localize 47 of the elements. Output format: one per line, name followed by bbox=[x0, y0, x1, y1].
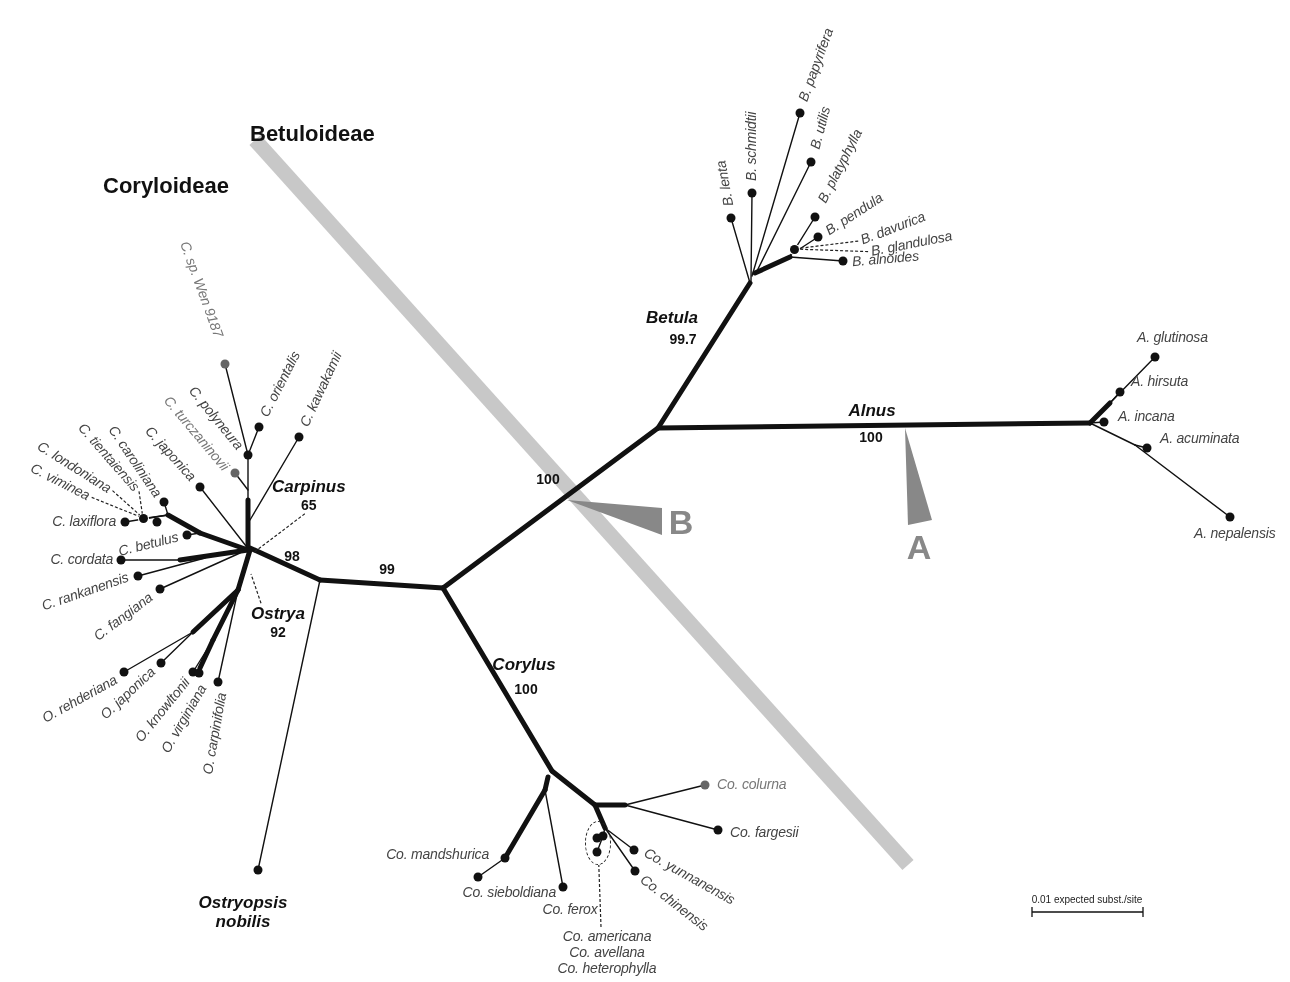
leader-line bbox=[598, 864, 602, 928]
species-label: C. sp. Wen 9187 bbox=[176, 239, 226, 340]
species-label: Co. fargesii bbox=[730, 825, 799, 841]
support-value: 99 bbox=[379, 562, 395, 578]
species-label: C. laxiflora bbox=[52, 514, 116, 530]
species-label: A. glutinosa bbox=[1137, 330, 1208, 346]
clade-label: Ostrya bbox=[251, 604, 305, 624]
support-value: 98 bbox=[284, 549, 300, 565]
species-label: A. incana bbox=[1118, 409, 1175, 425]
species-label: B. schmidtii bbox=[744, 111, 760, 181]
leader-line bbox=[111, 490, 141, 516]
leader-line bbox=[138, 490, 143, 515]
species-label: Co. sieboldiana bbox=[462, 885, 556, 901]
marker-letter: A bbox=[906, 529, 932, 567]
species-label: A. hirsuta bbox=[1131, 374, 1189, 390]
leader-line bbox=[252, 513, 306, 554]
support-value: 100 bbox=[859, 430, 883, 446]
clade-label: Betula bbox=[646, 308, 698, 328]
subfamily-label: Betuloideae bbox=[250, 121, 375, 147]
clade-label: Carpinus bbox=[272, 477, 346, 497]
support-value: 100 bbox=[514, 682, 538, 698]
leader-line bbox=[797, 248, 869, 253]
species-label: Co. mandshurica bbox=[386, 847, 489, 863]
species-label: C. cordata bbox=[50, 552, 113, 568]
species-label: B. lenta bbox=[713, 159, 737, 208]
support-value: 100 bbox=[536, 472, 560, 488]
tip-dot bbox=[789, 244, 799, 254]
species-label: Co. heterophylla bbox=[557, 960, 657, 977]
scale-label: 0.01 expected subst./site bbox=[1031, 893, 1143, 905]
clade-label: Alnus bbox=[848, 401, 896, 421]
species-label: A. acuminata bbox=[1160, 431, 1240, 447]
clade-label: Corylus bbox=[492, 655, 556, 675]
subfamily-label: Coryloideae bbox=[103, 173, 229, 199]
species-label: Co. americana bbox=[561, 927, 653, 944]
support-value: 92 bbox=[269, 623, 287, 640]
leader-line bbox=[91, 496, 140, 517]
species-label: Co. ferox bbox=[542, 902, 598, 918]
leader-line bbox=[250, 573, 262, 604]
marker-letter: B bbox=[668, 504, 694, 542]
species-label: Co. colurna bbox=[717, 777, 787, 793]
support-value: 65 bbox=[300, 496, 318, 513]
tip-dot bbox=[138, 513, 148, 523]
species-label: Ostryopsis nobilis bbox=[197, 894, 289, 932]
species-label: A. nepalensis bbox=[1194, 526, 1276, 542]
species-label: Co. avellana bbox=[568, 943, 646, 961]
support-value: 99.7 bbox=[669, 332, 697, 348]
species-label: C. betulus bbox=[116, 529, 180, 560]
